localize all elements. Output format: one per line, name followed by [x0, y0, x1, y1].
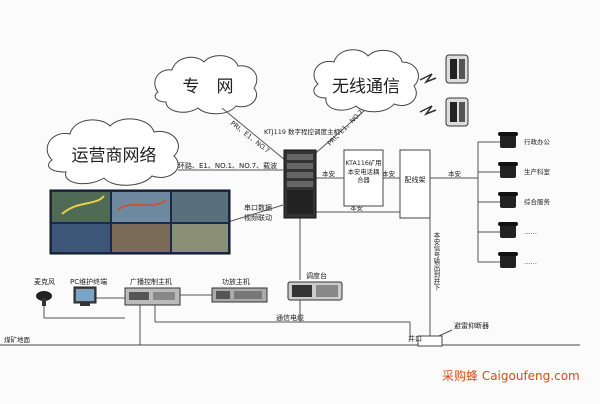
amplifier-label: 功放主机 — [222, 277, 250, 286]
microphone-icon — [36, 291, 52, 306]
isolator-label: 避雷抑断器 — [454, 321, 489, 330]
well-mouth-label: 井口 — [408, 334, 422, 343]
radio-handset-icon — [419, 97, 469, 127]
edge-label-signal: 本安信号输出到井下 — [432, 231, 440, 292]
edge-label-comm-cable: 通信电缆 — [276, 313, 304, 322]
cloud-carrier-label: 运营商网络 — [72, 146, 157, 166]
edge-label-intrinsic-4: 本安 — [448, 169, 462, 178]
connection-lines — [43, 107, 500, 345]
phone-label: 生产科室 — [524, 167, 551, 176]
cloud-private-net-label: 专 网 — [183, 77, 234, 97]
host-label: KTJ119 数字程控调度主机 — [264, 127, 341, 136]
phone-item: …… — [498, 222, 537, 238]
console-label: 调度台 — [306, 271, 327, 280]
video-wall — [49, 189, 231, 255]
cloud-carrier: 运营商网络 — [46, 118, 179, 186]
phone-list: 行政办公 生产科室 综合服务 …… …… — [498, 132, 551, 268]
phone-item: 生产科室 — [498, 162, 551, 178]
broadcast-host — [124, 287, 181, 306]
edge-label-video: 视频联动 — [244, 213, 272, 222]
distribution-frame: 配线架 — [399, 149, 431, 219]
distribution-label: 配线架 — [405, 175, 426, 184]
edge-label-intrinsic-3: 本安 — [382, 169, 396, 178]
phone-label: 综合服务 — [524, 197, 551, 206]
phone-label: …… — [524, 258, 537, 266]
dispatch-console — [287, 281, 343, 301]
edge-label-pri-top: PRI、E1、NO.7 — [229, 119, 271, 155]
phone-label: …… — [524, 228, 537, 236]
radio-handset-icon — [419, 54, 469, 84]
cloud-wireless-label: 无线通信 — [332, 77, 400, 97]
mic-label: 麦克风 — [34, 277, 55, 286]
watermark: 采购蜂 Caigoufeng.com — [442, 368, 580, 383]
phone-item: …… — [498, 252, 537, 268]
phone-item: 综合服务 — [498, 192, 551, 208]
edge-label-serial: 串口数据 — [244, 203, 272, 212]
phone-label: 行政办公 — [524, 137, 551, 146]
pc-label: PC维护终端 — [70, 277, 107, 286]
cloud-wireless: 无线通信 — [313, 49, 419, 113]
edge-label-intrinsic-1: 本安 — [322, 169, 336, 178]
amplifier-host — [211, 287, 268, 303]
well-mouth-box — [417, 335, 443, 347]
coupler-box: KTA116矿用本安电话耦合器 — [343, 149, 384, 207]
cloud-private-net: 专 网 — [154, 55, 258, 115]
edge-label-ring: 环路、E1、NO.1、NO.7、载波 — [178, 161, 277, 170]
pc-terminal-icon — [73, 286, 97, 306]
edge-label-intrinsic-2: 本安 — [350, 203, 364, 212]
ground-label: 煤矿地面 — [4, 335, 31, 344]
dispatch-host-cabinet — [283, 149, 317, 219]
coupler-label: KTA116矿用本安电话耦合器 — [345, 160, 382, 184]
phone-item: 行政办公 — [498, 132, 551, 148]
broadcast-label: 广播控制主机 — [130, 277, 172, 286]
